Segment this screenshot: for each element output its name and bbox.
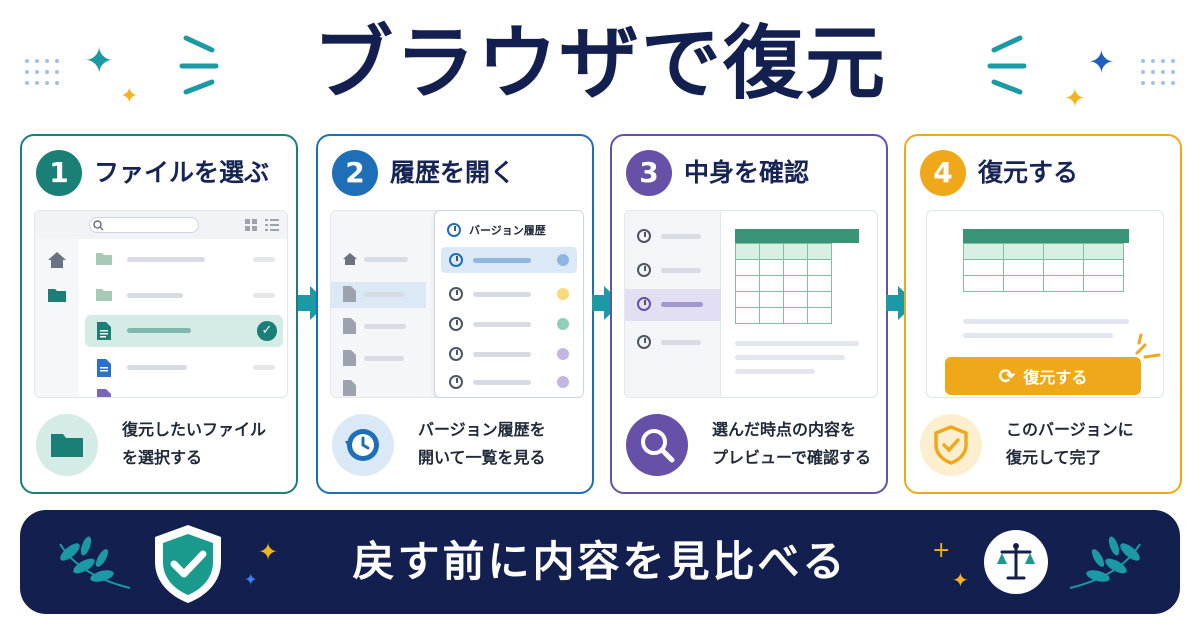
document-icon	[97, 322, 111, 340]
step-title: 復元する	[978, 158, 1079, 187]
step-card-1: 1 ファイルを選ぶ ✓ 復元したいファイルを選択する	[20, 134, 298, 494]
file-browser-mock: ✓	[34, 210, 288, 398]
home-icon	[48, 252, 66, 268]
document-icon	[343, 350, 356, 366]
clock-icon	[447, 223, 461, 237]
step-card-2: 2 履歴を開く バージョン履歴	[316, 134, 594, 494]
step-caption: バージョン履歴を開いて一覧を見る	[330, 406, 584, 484]
document-icon	[97, 389, 111, 397]
sparkle-icon: ✦	[120, 84, 139, 109]
sparkle-icon: +	[932, 538, 951, 563]
step-title: ファイルを選ぶ	[94, 158, 270, 187]
step-card-4: 4 復元する ⟳ 復元する このバージョンに復元して完了	[904, 134, 1182, 494]
clock-icon[interactable]	[449, 347, 463, 361]
version-history-mock: バージョン履歴	[330, 210, 584, 398]
sparkle-icon: ✦	[244, 570, 258, 589]
document-icon	[343, 318, 356, 334]
restore-button-label: 復元する	[1023, 368, 1088, 387]
dot-grid-decoration	[1141, 59, 1175, 85]
sparkle-icon: ✦	[1064, 84, 1086, 114]
folder-icon	[96, 289, 112, 301]
sparkle-icon: ✦	[1088, 43, 1115, 81]
step-caption: 選んだ時点の内容をプレビューで確認する	[624, 406, 878, 484]
caption-line: プレビューで確認する	[712, 448, 872, 467]
step-title: 中身を確認	[684, 158, 810, 187]
spreadsheet-preview	[963, 243, 1124, 292]
restore-button[interactable]: ⟳ 復元する	[945, 357, 1141, 395]
spreadsheet-preview	[735, 243, 832, 324]
grid-view-icon	[245, 219, 257, 231]
shield-check-icon	[155, 525, 221, 603]
laurel-branch-icon	[59, 536, 131, 589]
burst-lines-icon	[987, 35, 1027, 95]
preview-mock	[624, 210, 878, 398]
magnifier-icon	[626, 414, 688, 476]
page-title: ブラウザで復元	[313, 17, 887, 110]
sparkle-icon: ✦	[952, 568, 969, 592]
document-icon	[343, 380, 356, 396]
folder-icon	[96, 253, 112, 265]
step-card-3: 3 中身を確認 選んだ時点の内容をプレビューで確認する	[610, 134, 888, 494]
clock-icon	[637, 297, 651, 311]
burst-lines-icon	[1135, 333, 1161, 359]
caption-line: 選んだ時点の内容を	[712, 420, 857, 439]
search-icon	[93, 220, 104, 231]
caption-line: 開いて一覧を見る	[418, 448, 546, 467]
dot-grid-decoration	[25, 59, 59, 85]
sparkle-icon: ✦	[258, 538, 279, 566]
folder-icon	[48, 289, 66, 302]
clock-icon[interactable]	[637, 263, 651, 277]
home-icon	[343, 253, 357, 265]
step-number: 1	[36, 150, 82, 196]
bottom-banner: ✦ ✦ 戻す前に内容を見比べる + ✦	[20, 510, 1180, 614]
refresh-icon: ⟳	[998, 364, 1016, 388]
sparkle-icon: ✦	[84, 41, 115, 82]
step-caption: 復元したいファイルを選択する	[34, 406, 288, 484]
checkmark-icon: ✓	[257, 321, 277, 341]
list-view-icon	[265, 219, 279, 231]
search-bar	[89, 217, 199, 233]
caption-line: このバージョンに	[1006, 420, 1134, 439]
restore-mock: ⟳ 復元する	[926, 210, 1164, 398]
clock-icon[interactable]	[449, 287, 463, 301]
panel-title: バージョン履歴	[469, 224, 546, 237]
caption-line: を選択する	[122, 448, 203, 467]
document-icon	[343, 286, 356, 302]
caption-line: 復元したいファイル	[122, 420, 267, 439]
step-number: 3	[626, 150, 672, 196]
folder-icon	[36, 414, 98, 476]
version-history-panel: バージョン履歴	[434, 210, 584, 398]
clock-icon	[449, 253, 463, 267]
banner-text: 戻す前に内容を見比べる	[352, 537, 848, 586]
history-icon	[332, 414, 394, 476]
clock-icon[interactable]	[637, 229, 651, 243]
scales-icon	[984, 530, 1048, 594]
clock-icon[interactable]	[449, 375, 463, 389]
clock-icon[interactable]	[449, 317, 463, 331]
step-number: 4	[920, 150, 966, 196]
step-caption: このバージョンに復元して完了	[918, 406, 1172, 484]
shield-check-icon	[920, 414, 982, 476]
clock-icon[interactable]	[637, 335, 651, 349]
laurel-branch-icon	[1069, 536, 1141, 589]
burst-lines-icon	[179, 35, 219, 95]
caption-line: 復元して完了	[1006, 448, 1102, 467]
document-icon	[97, 359, 111, 377]
caption-line: バージョン履歴を	[418, 420, 546, 439]
step-title: 履歴を開く	[390, 158, 516, 187]
step-number: 2	[332, 150, 378, 196]
